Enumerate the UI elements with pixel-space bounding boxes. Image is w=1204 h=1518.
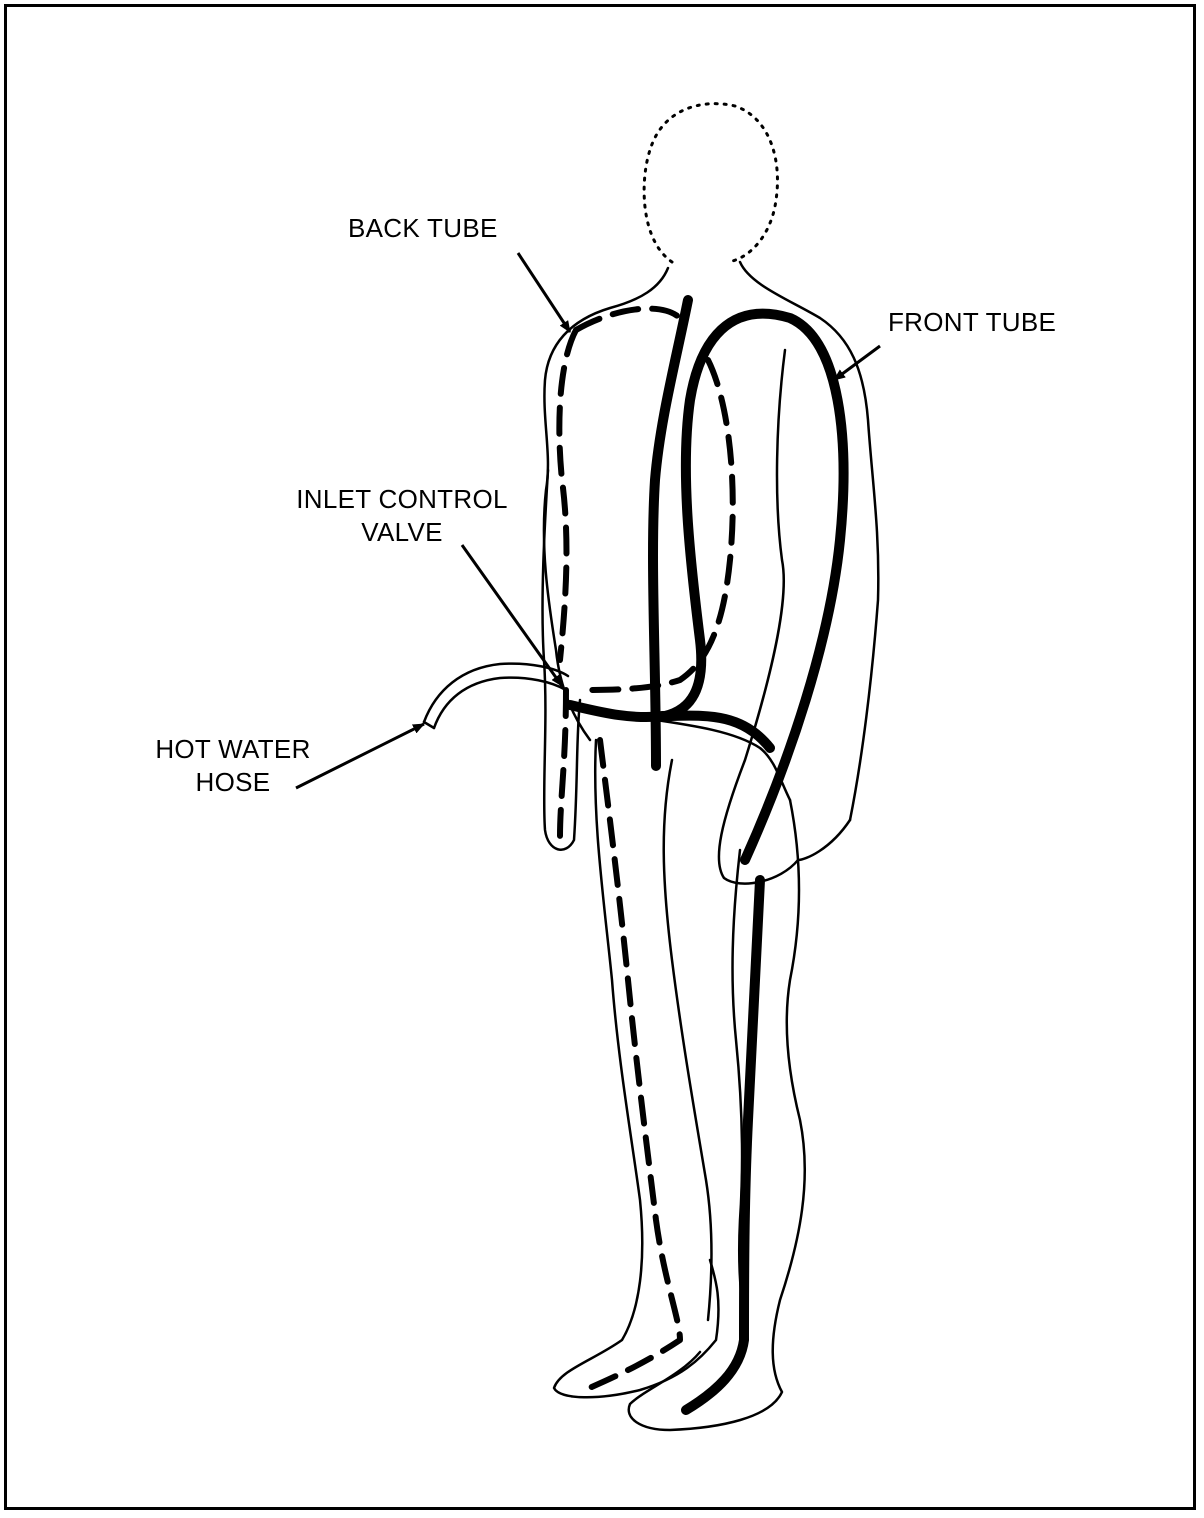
front-tube: [570, 300, 843, 1410]
label-hose-line1: HOT WATER: [140, 733, 326, 766]
label-back-tube: BACK TUBE: [348, 212, 498, 245]
back-tube-arrow: [518, 253, 570, 332]
label-inlet-line1: INLET CONTROL: [280, 483, 524, 516]
front-tube-arrow: [834, 346, 880, 380]
label-inlet-control-valve: INLET CONTROL VALVE: [280, 483, 524, 549]
inlet-valve-arrow: [462, 545, 562, 686]
label-hot-water-hose: HOT WATER HOSE: [140, 733, 326, 799]
body-outline: [543, 262, 879, 1430]
back-tube: [559, 309, 732, 1392]
head-outline: [644, 104, 777, 262]
label-hose-line2: HOSE: [140, 766, 326, 799]
label-front-tube: FRONT TUBE: [888, 306, 1056, 339]
label-inlet-line2: VALVE: [280, 516, 524, 549]
